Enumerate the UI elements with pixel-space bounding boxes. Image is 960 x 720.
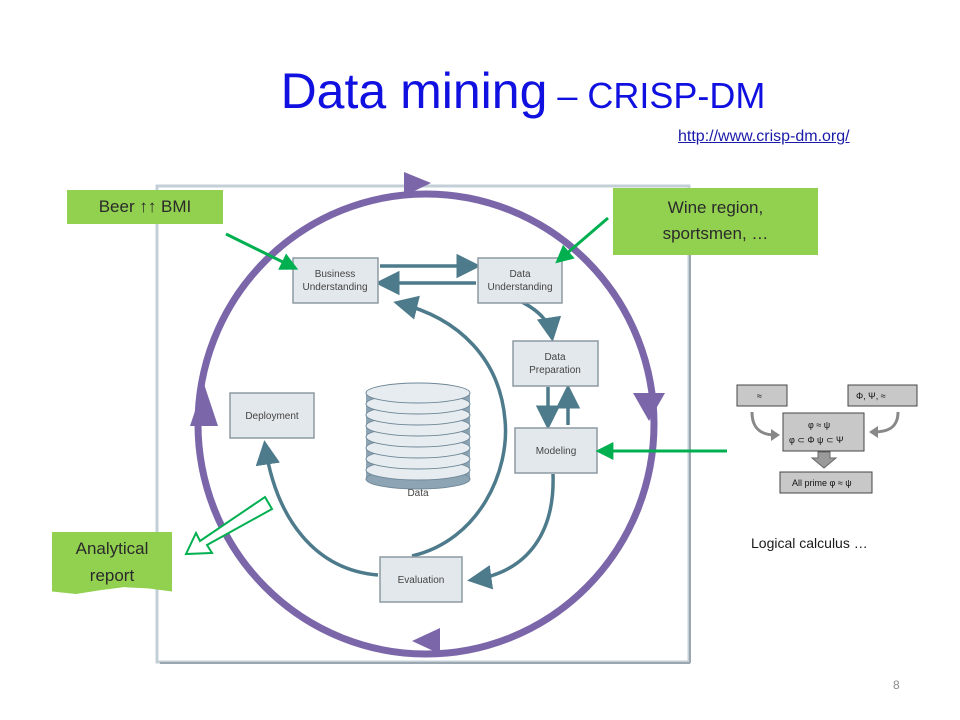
logic-box4-label: All prime φ ≈ ψ — [792, 478, 852, 488]
report-callout-line1: Analytical — [75, 539, 149, 558]
database-label: Data — [407, 488, 429, 499]
phase-data-understanding: Data Understanding — [477, 257, 563, 304]
svg-text:Data: Data — [509, 269, 531, 280]
cycle-arrow-top — [404, 172, 431, 196]
svg-text:Evaluation: Evaluation — [398, 575, 445, 586]
svg-text:Modeling: Modeling — [536, 446, 577, 457]
title-main: Data mining — [280, 63, 548, 119]
logic-calculus-caption: Logical calculus … — [751, 535, 868, 551]
slide-number: 8 — [893, 678, 900, 692]
page-title: Data mining – CRISP-DM — [0, 62, 960, 120]
logic-calculus-diagram: ≈ Φ, Ψ, ≈ φ ≈ ψ φ ⊂ Φ ψ ⊂ Ψ All prime φ … — [736, 384, 918, 494]
svg-text:Data: Data — [544, 352, 566, 363]
phase-business-understanding: Business Understanding — [292, 257, 379, 304]
pointer-arrows — [225, 216, 727, 460]
crisp-dm-link[interactable]: http://www.crisp-dm.org/ — [678, 128, 850, 145]
svg-text:Deployment: Deployment — [245, 411, 299, 422]
cycle-arrow-bottom — [412, 628, 440, 654]
wine-region-callout: Wine region, sportsmen, … — [613, 188, 818, 255]
logic-box3-line1: φ ≈ ψ — [808, 420, 830, 430]
svg-text:Preparation: Preparation — [529, 365, 581, 376]
phase-data-preparation: Data Preparation — [512, 340, 599, 387]
phase-deployment: Deployment — [229, 392, 315, 439]
phase-flows — [255, 253, 581, 590]
analytical-report-callout: Analytical report — [52, 532, 172, 594]
logic-box2-label: Φ, Ψ, ≈ — [856, 391, 886, 401]
logic-box3-line2: φ ⊂ Φ ψ ⊂ Ψ — [789, 435, 844, 445]
cycle-arrow-right — [633, 393, 665, 421]
report-arrow — [184, 495, 274, 556]
beer-bmi-callout: Beer ↑↑ BMI — [67, 190, 223, 224]
logic-box1-label: ≈ — [757, 391, 762, 401]
wine-callout-line1: Wine region, — [667, 198, 764, 217]
wine-callout-line2: sportsmen, … — [662, 224, 769, 243]
title-suffix: – CRISP-DM — [547, 75, 766, 116]
svg-text:Understanding: Understanding — [302, 282, 367, 293]
database-icon — [365, 382, 471, 490]
phase-evaluation: Evaluation — [379, 556, 463, 603]
svg-text:Understanding: Understanding — [487, 282, 552, 293]
cycle-arrow-left — [190, 384, 218, 426]
svg-text:Business: Business — [315, 269, 356, 280]
phase-modeling: Modeling — [514, 427, 598, 474]
report-callout-line2: report — [89, 566, 135, 585]
